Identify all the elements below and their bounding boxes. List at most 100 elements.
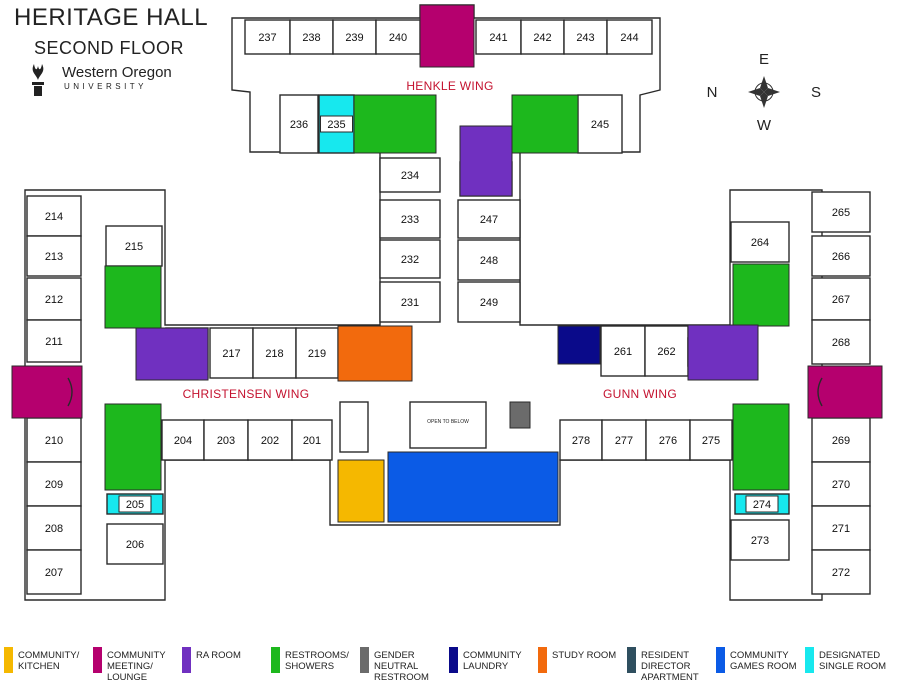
room-label-274: 274 <box>753 499 771 511</box>
room-label-248: 248 <box>480 255 498 267</box>
room-265[interactable] <box>811 191 871 233</box>
room-211[interactable] <box>26 319 82 363</box>
room-244[interactable] <box>606 19 653 55</box>
room-label-244: 244 <box>620 32 638 44</box>
map-title: HERITAGE HALL <box>14 4 209 31</box>
room-269[interactable] <box>811 417 871 463</box>
room-266[interactable] <box>811 235 871 277</box>
legend-swatch <box>449 647 458 673</box>
room-207[interactable] <box>26 549 82 595</box>
room-268[interactable] <box>811 319 871 365</box>
room-label-265: 265 <box>832 207 850 219</box>
room-label-241: 241 <box>489 32 507 44</box>
room-214[interactable] <box>26 195 82 237</box>
henkle-wing-label: HENKLE WING <box>406 79 493 93</box>
room-272[interactable] <box>811 549 871 595</box>
lounge-henkle[interactable] <box>419 4 475 68</box>
room-264[interactable] <box>730 221 790 263</box>
room-278[interactable] <box>559 419 603 461</box>
room-label-243: 243 <box>576 32 594 44</box>
room-label-239: 239 <box>345 32 363 44</box>
room-208[interactable] <box>26 505 82 551</box>
laundry-room[interactable] <box>557 325 601 365</box>
room-label-277: 277 <box>615 435 633 447</box>
ra-room-henkle[interactable] <box>459 125 513 197</box>
logo-subtitle: UNIVERSITY <box>64 82 148 91</box>
room-label-267: 267 <box>832 294 850 306</box>
room-271[interactable] <box>811 505 871 551</box>
room-label-box-205 <box>118 495 152 513</box>
room-241[interactable] <box>475 19 522 55</box>
compass-east: E <box>759 51 769 68</box>
room-215[interactable] <box>105 225 163 267</box>
room-217[interactable] <box>209 327 254 379</box>
room-267[interactable] <box>811 277 871 321</box>
room-212[interactable] <box>26 277 82 321</box>
room-label-242: 242 <box>533 32 551 44</box>
legend-swatch <box>627 647 636 673</box>
stair-center <box>339 401 369 453</box>
logo-name: Western Oregon <box>62 64 172 81</box>
room-277[interactable] <box>601 419 647 461</box>
community-games-room[interactable] <box>387 451 559 523</box>
room-234[interactable] <box>379 157 441 193</box>
room-245[interactable] <box>577 94 623 154</box>
building-outline <box>24 4 823 601</box>
room-label-231: 231 <box>401 297 419 309</box>
lounge-gunn[interactable] <box>807 365 883 419</box>
room-label-211: 211 <box>45 336 63 348</box>
room-label-203: 203 <box>217 435 235 447</box>
room-label-215: 215 <box>125 241 143 253</box>
legend-label: DESIGNATED SINGLE ROOM <box>819 650 887 672</box>
room-label-233: 233 <box>401 214 419 226</box>
ra-room-gunn[interactable] <box>687 324 759 381</box>
legend-swatch <box>182 647 191 673</box>
room-label-205: 205 <box>126 499 144 511</box>
room-232[interactable] <box>379 239 441 279</box>
room-label-217: 217 <box>222 348 240 360</box>
restroom-gunn-top[interactable] <box>732 263 790 327</box>
room-236[interactable] <box>279 94 319 154</box>
room-275[interactable] <box>689 419 733 461</box>
legend-label: RESTROOMS/ SHOWERS <box>285 650 349 672</box>
room-276[interactable] <box>645 419 691 461</box>
room-203[interactable] <box>203 419 249 461</box>
room-218[interactable] <box>252 327 297 379</box>
open-to-below-area <box>409 401 487 449</box>
community-kitchen[interactable] <box>337 459 385 523</box>
room-247[interactable] <box>457 199 521 239</box>
room-label-249: 249 <box>480 297 498 309</box>
room-273[interactable] <box>730 519 790 561</box>
legend-swatch <box>271 647 280 673</box>
room-label-238: 238 <box>302 32 320 44</box>
lounge-christensen[interactable] <box>11 365 83 419</box>
room-231[interactable] <box>379 281 441 323</box>
room-label-270: 270 <box>832 479 850 491</box>
room-248[interactable] <box>457 239 521 281</box>
room-label-207: 207 <box>45 567 63 579</box>
restroom-christensen-bottom[interactable] <box>104 403 162 491</box>
room-label-273: 273 <box>751 535 769 547</box>
room-233[interactable] <box>379 199 441 239</box>
room-262[interactable] <box>644 325 689 377</box>
room-243[interactable] <box>563 19 608 55</box>
room-249[interactable] <box>457 281 521 323</box>
restroom-henkle-right[interactable] <box>511 94 579 154</box>
gender-neutral-restroom[interactable] <box>509 401 531 429</box>
room-label-247: 247 <box>480 214 498 226</box>
university-logo <box>32 64 44 96</box>
ra-room-christensen[interactable] <box>135 327 209 381</box>
restroom-christensen-top[interactable] <box>104 265 162 329</box>
study-room[interactable] <box>337 325 413 382</box>
restroom-henkle-left[interactable] <box>353 94 437 154</box>
room-label-236: 236 <box>290 119 308 131</box>
room-201[interactable] <box>291 419 333 461</box>
room-261[interactable] <box>600 325 646 377</box>
room-label-240: 240 <box>389 32 407 44</box>
room-213[interactable] <box>26 235 82 277</box>
room-237[interactable] <box>244 19 291 55</box>
room-206[interactable] <box>106 523 164 565</box>
room-239[interactable] <box>332 19 377 55</box>
restroom-gunn-bottom[interactable] <box>732 403 790 491</box>
legend-swatch <box>538 647 547 673</box>
